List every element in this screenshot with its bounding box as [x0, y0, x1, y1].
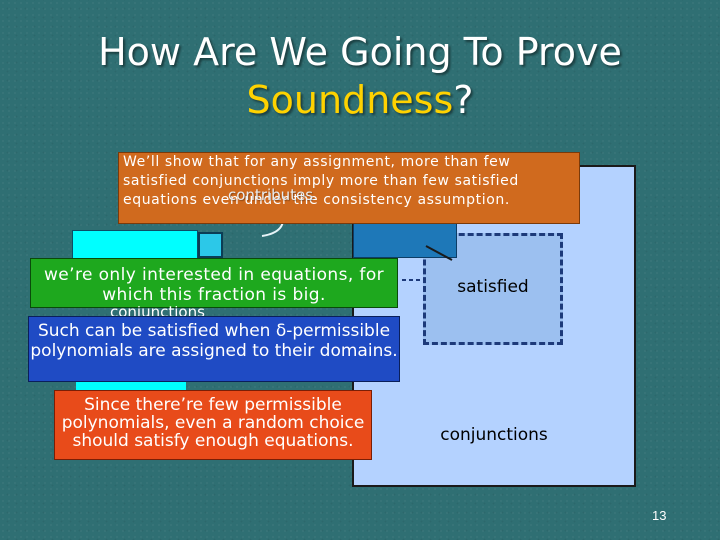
green-overflow-text: conjunctions [110, 306, 205, 316]
title-line-1: How Are We Going To Prove [98, 30, 622, 74]
slide-title: How Are We Going To Prove Soundness? [0, 28, 720, 124]
contributes-label: contributes [228, 186, 314, 204]
title-line-2: Soundness? [0, 76, 720, 124]
green-callout: we’re only interested in equations, for … [30, 258, 398, 308]
small-square [198, 232, 223, 258]
page-number: 13 [652, 508, 667, 523]
blue-callout: Such can be satisfied when δ-permissible… [28, 316, 400, 382]
red-callout: Since there’re few permissible polynomia… [54, 390, 372, 460]
callout-top: We’ll show that for any assignment, more… [118, 152, 580, 224]
arrow-line [425, 245, 453, 261]
title-highlight: Soundness [246, 78, 454, 122]
title-suffix: ? [453, 78, 474, 122]
conjunctions-label: conjunctions [440, 425, 548, 445]
satisfied-label: satisfied [457, 277, 529, 297]
